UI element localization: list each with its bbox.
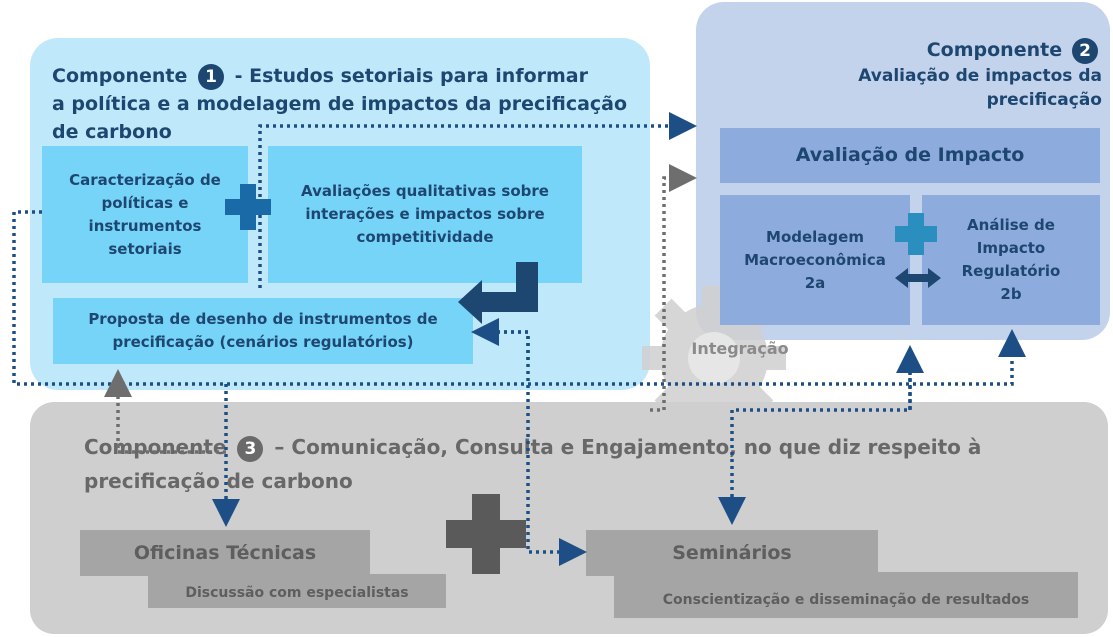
seminarios-box: Seminários bbox=[586, 530, 878, 576]
component-1-title-part2: a política e a modelagem de impactos da … bbox=[52, 93, 628, 115]
component-3-title: Componente 3 – Comunicação, Consulta e E… bbox=[84, 430, 1094, 498]
component-3-title-part1: – Comunicação, Consulta e Engajamento, n… bbox=[274, 435, 982, 459]
box-proposta-desenho: Proposta de desenho de instrumentos de p… bbox=[53, 298, 473, 364]
connector-to-seminarios bbox=[718, 350, 912, 525]
component-2-number: 2 bbox=[1072, 38, 1098, 64]
oficinas-tecnicas-label: Oficinas Técnicas bbox=[133, 542, 317, 564]
double-arrow-icon bbox=[895, 268, 941, 288]
seminarios-subtitle-box: Conscientização e disseminação de result… bbox=[614, 572, 1078, 618]
connector-outer-loop bbox=[12, 210, 1026, 386]
component-1-number: 1 bbox=[197, 63, 224, 90]
connector-seminarios-proposta bbox=[471, 318, 530, 360]
box-caracterizacao-text: Caracterização de políticas e instrument… bbox=[69, 170, 221, 258]
connector-proposta-seminarios bbox=[476, 330, 587, 566]
box-avaliacao-impacto: Avaliação de Impacto bbox=[720, 128, 1100, 183]
connector-c3-to-proposta bbox=[104, 369, 226, 454]
plus-icon-c1 bbox=[225, 184, 271, 230]
component-1-label: Componente bbox=[52, 65, 188, 87]
connector-c1-to-c2-top bbox=[258, 112, 697, 288]
oficinas-tecnicas-box: Oficinas Técnicas bbox=[80, 530, 370, 576]
oficinas-subtitle: Discussão com especialistas bbox=[185, 585, 409, 601]
component-3-label: Componente bbox=[84, 435, 227, 459]
component-1-title: Componente 1 - Estudos setoriais para in… bbox=[52, 62, 642, 146]
component-2-title-line1: Avaliação de impactos da bbox=[858, 66, 1102, 86]
elbow-arrow-icon bbox=[458, 262, 538, 324]
plus-icon-c2 bbox=[895, 213, 937, 255]
plus-icon-c3 bbox=[446, 494, 526, 574]
box-avaliacao-impacto-text: Avaliação de Impacto bbox=[795, 144, 1025, 166]
box-caracterizacao: Caracterização de políticas e instrument… bbox=[42, 146, 248, 283]
box-proposta-desenho-text: Proposta de desenho de instrumentos de p… bbox=[88, 310, 438, 351]
connector-c3-to-c2 bbox=[650, 164, 697, 412]
component-3-title-part2: precificação de carbono bbox=[84, 469, 353, 493]
box-avaliacoes-qualitativas: Avaliações qualitativas sobre interações… bbox=[268, 146, 582, 283]
box-modelagem-macro-text: Modelagem Macroeconômica 2a bbox=[744, 227, 886, 292]
box-analise-impacto: Análise de Impacto Regulatório 2b bbox=[922, 195, 1100, 325]
component-3-number: 3 bbox=[237, 435, 264, 462]
box-modelagem-macro: Modelagem Macroeconômica 2a bbox=[720, 195, 910, 325]
oficinas-subtitle-box: Discussão com especialistas bbox=[148, 574, 446, 608]
box-avaliacoes-qualitativas-text: Avaliações qualitativas sobre interações… bbox=[301, 182, 549, 246]
seminarios-subtitle: Conscientização e disseminação de result… bbox=[662, 592, 1030, 608]
box-analise-impacto-text: Análise de Impacto Regulatório 2b bbox=[961, 216, 1061, 303]
component-1-title-part3: de carbono bbox=[52, 121, 172, 143]
component-2-title-line2: precificação bbox=[986, 90, 1102, 110]
integration-label: Integração bbox=[691, 339, 789, 358]
component-2-title: Componente 2 Avaliação de impactos da pr… bbox=[740, 38, 1102, 112]
component-1-title-part1: - Estudos setoriais para informar bbox=[234, 65, 589, 87]
seminarios-label: Seminários bbox=[672, 542, 792, 564]
component-2-label: Componente bbox=[926, 39, 1063, 61]
